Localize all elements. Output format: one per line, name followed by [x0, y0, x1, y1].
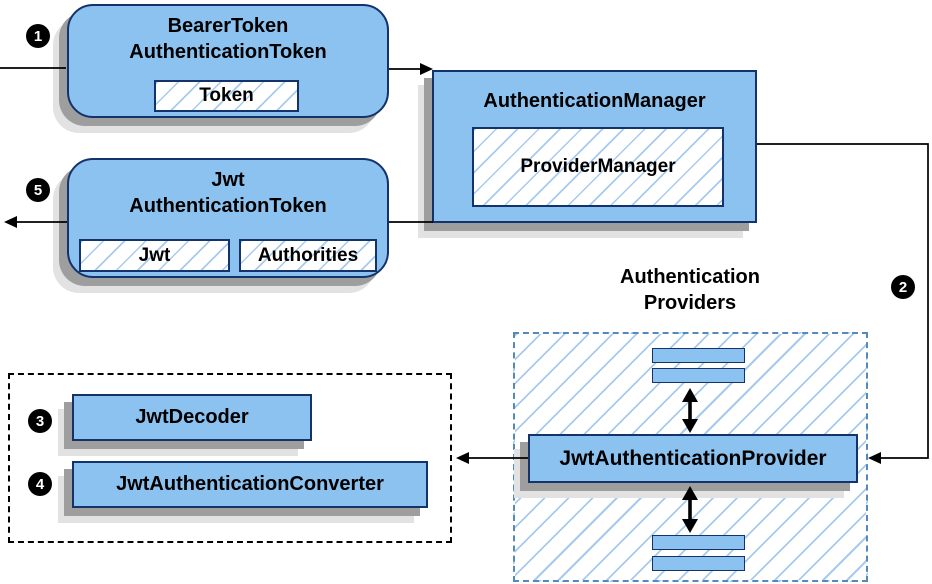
- bearer-token-box-title-line2: AuthenticationToken: [129, 41, 327, 63]
- step-5-badge: 5: [26, 178, 50, 202]
- jwt-field: Jwt: [79, 239, 230, 272]
- step-5-number: 5: [33, 181, 43, 199]
- bearer-token-authentication-token-box: BearerToken AuthenticationToken Token: [67, 4, 389, 118]
- authentication-providers-label: Authentication Providers: [540, 264, 840, 316]
- step-3-badge: 3: [28, 409, 52, 433]
- jwt-token-box-title-line2: AuthenticationToken: [129, 195, 327, 217]
- arrowhead-outgoing-left: [4, 216, 17, 228]
- jwt-authentication-provider-label: JwtAuthenticationProvider: [559, 446, 827, 470]
- step-3-number: 3: [35, 412, 45, 430]
- authentication-providers-label-line2: Providers: [643, 292, 737, 314]
- provider-stack-top-bar-1: [652, 348, 745, 363]
- arrowhead-into-provider: [868, 452, 881, 464]
- provider-stack-top-bar-2: [652, 368, 745, 383]
- jwt-decoder-label: JwtDecoder: [135, 406, 249, 428]
- decoder-converter-group: [8, 373, 452, 543]
- step-4-badge: 4: [28, 472, 52, 496]
- step-1-badge: 1: [26, 24, 50, 48]
- authentication-manager-box: AuthenticationManager ProviderManager: [432, 70, 757, 223]
- jwt-token-box-title-line1: Jwt: [211, 169, 245, 191]
- provider-stack-bottom-bar-2: [652, 556, 745, 571]
- jwt-authentication-converter-label: JwtAuthenticationConverter: [116, 473, 384, 495]
- jwt-authentication-converter-box: JwtAuthenticationConverter: [72, 461, 428, 508]
- bearer-token-box-title-line1: BearerToken: [167, 15, 289, 37]
- jwt-authentication-provider-box: JwtAuthenticationProvider: [528, 434, 858, 483]
- arrowhead-into-decoder-group: [456, 452, 469, 464]
- jwt-authentication-token-box: Jwt AuthenticationToken Jwt Authorities: [67, 158, 389, 278]
- provider-stack-bottom-bar-1: [652, 535, 745, 550]
- authorities-field-label: Authorities: [257, 244, 359, 266]
- authorities-field: Authorities: [239, 239, 377, 272]
- jwt-field-label: Jwt: [138, 244, 171, 266]
- provider-manager-box: ProviderManager: [472, 127, 724, 207]
- token-field: Token: [154, 80, 299, 112]
- authentication-providers-label-line1: Authentication: [620, 266, 760, 288]
- provider-manager-label: ProviderManager: [520, 156, 676, 177]
- step-2-badge: 2: [891, 275, 915, 299]
- step-1-number: 1: [33, 27, 43, 45]
- token-field-label: Token: [199, 85, 254, 106]
- authentication-manager-title: AuthenticationManager: [483, 90, 706, 112]
- step-4-number: 4: [35, 475, 45, 493]
- jwt-decoder-box: JwtDecoder: [72, 394, 312, 441]
- step-2-number: 2: [898, 278, 908, 296]
